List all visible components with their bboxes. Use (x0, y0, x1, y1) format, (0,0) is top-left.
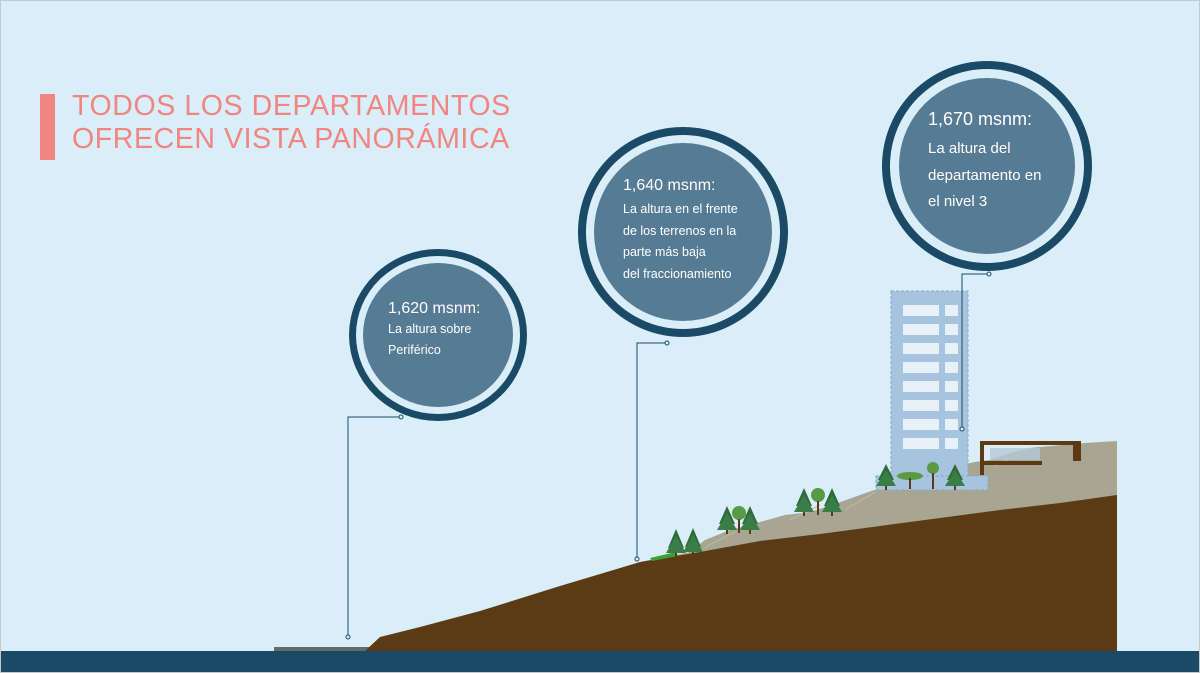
callout-text-line: del fraccionamiento (623, 266, 732, 281)
callout-text-line: La altura del (928, 140, 1011, 157)
callout-text-line: departamento en (928, 166, 1042, 184)
pine-tree (740, 506, 760, 534)
callout-core: 1,620 msnm: La altura sobre Periférico (363, 263, 513, 407)
road-periferico (274, 647, 374, 651)
tower-building (875, 290, 989, 491)
title-accent-bar (40, 94, 55, 160)
slide-title: TODOS LOS DEPARTAMENTOS OFRECEN VISTA PA… (72, 90, 511, 156)
callout-text-line: Periférico (388, 343, 441, 357)
acacia-tree (897, 472, 923, 489)
grass-patch (650, 552, 678, 561)
ground-baseline (0, 651, 1200, 673)
pine-tree (876, 464, 896, 490)
callout-1670-msnm: 1,670 msnm: La altura del departamento e… (882, 61, 1092, 271)
building-windows (903, 305, 958, 449)
round-tree (732, 506, 746, 533)
terraced-lots (640, 441, 1117, 562)
leader-line-1640 (636, 342, 667, 558)
callout-1620-msnm: 1,620 msnm: La altura sobre Periférico (349, 249, 527, 421)
callout-text-line: de los terrenos en la (623, 223, 737, 238)
title-line-1: TODOS LOS DEPARTAMENTOS (72, 90, 511, 122)
callout-core: 1,670 msnm: La altura del departamento e… (899, 78, 1075, 254)
callout-text-line: parte más baja (623, 245, 706, 259)
pine-tree (794, 488, 814, 516)
callout-text-line: La altura sobre (388, 322, 472, 336)
callout-text-line: La altura en el frente (623, 202, 738, 216)
leader-lines (345, 271, 992, 640)
pine-tree (683, 528, 703, 556)
house (980, 441, 1081, 475)
pine-tree (945, 464, 965, 490)
leader-line-1670 (961, 273, 989, 428)
pine-tree (717, 506, 737, 534)
callout-text-line: el nivel 3 (928, 193, 988, 210)
title-line-2: OFRECEN VISTA PANORÁMICA (72, 123, 510, 155)
callout-heading: 1,640 msnm: (623, 177, 716, 194)
leader-line-1620 (347, 416, 401, 636)
trees (666, 462, 965, 557)
round-tree (811, 488, 825, 515)
round-tree (927, 462, 939, 489)
callout-core: 1,640 msnm: La altura en el frente de lo… (594, 143, 772, 321)
callout-heading: 1,620 msnm: (388, 300, 481, 317)
callout-1640-msnm: 1,640 msnm: La altura en el frente de lo… (578, 127, 788, 337)
pine-tree (822, 488, 842, 516)
callout-heading: 1,670 msnm: (928, 109, 1033, 129)
pine-tree (666, 529, 686, 557)
hill-ground (365, 495, 1117, 651)
